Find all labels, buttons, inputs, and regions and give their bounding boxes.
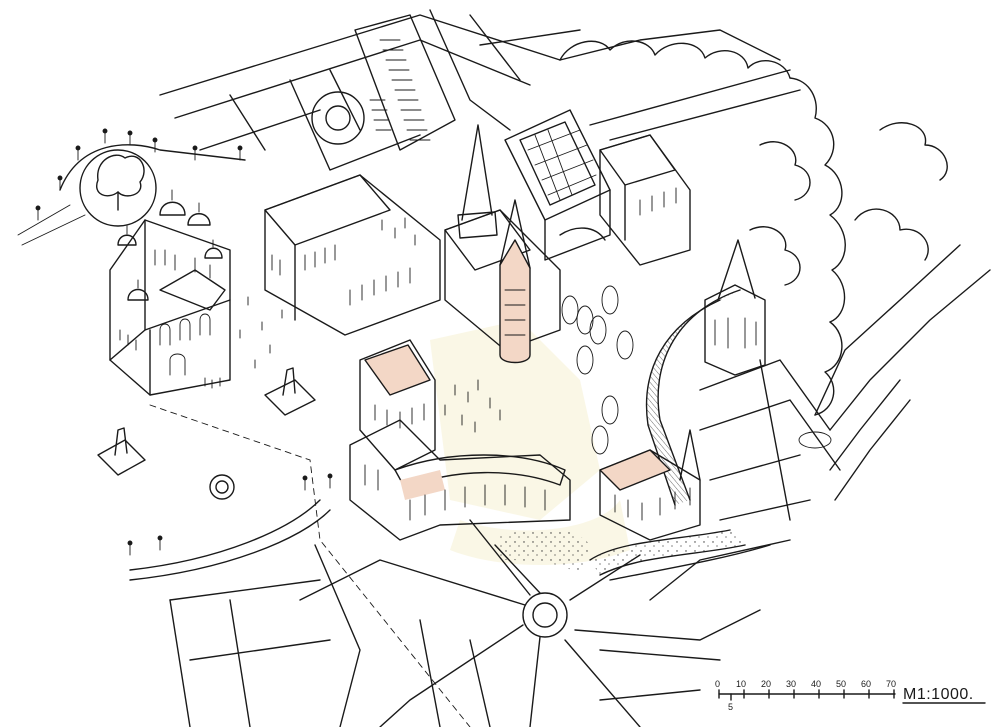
atrium-building <box>504 109 611 261</box>
monument-pedestal <box>264 367 316 416</box>
hedge-rows <box>589 529 771 581</box>
monument-pedestal-south <box>97 427 146 476</box>
east-roads <box>699 359 911 521</box>
curved-walkway <box>127 473 333 581</box>
south-range <box>349 419 571 541</box>
road-network-north <box>159 9 801 171</box>
fountain <box>209 474 235 500</box>
lamp-posts-arc <box>17 128 246 246</box>
scale-bar: 0 10 20 30 40 50 60 70 5 M1:1000. <box>715 679 986 712</box>
axis-dashed <box>149 404 471 727</box>
scale-tick-70: 70 <box>886 679 896 689</box>
east-chapel <box>704 239 766 376</box>
scale-subtick-5: 5 <box>728 702 733 712</box>
courtyard-trees <box>561 285 634 455</box>
south-radial-streets <box>169 519 791 727</box>
scale-tick-60: 60 <box>861 679 871 689</box>
forest-edge <box>559 40 991 431</box>
cathedral <box>109 189 231 396</box>
building-wing-southwest <box>359 339 436 471</box>
southeast-pavilion <box>599 429 701 541</box>
west-plaza-figures <box>204 296 283 389</box>
tree-roundel <box>79 149 157 227</box>
parking-lot <box>354 14 456 151</box>
scale-tick-20: 20 <box>761 679 771 689</box>
scale-tick-10: 10 <box>736 679 746 689</box>
main-church <box>444 124 561 364</box>
scale-tick-30: 30 <box>786 679 796 689</box>
scale-ratio-label: M1:1000. <box>903 686 974 703</box>
courtyard-figures <box>381 217 501 433</box>
roundabout-north <box>311 91 365 145</box>
scale-tick-0: 0 <box>715 679 720 689</box>
curved-gallery <box>645 289 741 506</box>
building-wing-east <box>599 134 691 266</box>
scale-tick-40: 40 <box>811 679 821 689</box>
building-wing-northwest <box>264 174 441 336</box>
scale-tick-50: 50 <box>836 679 846 689</box>
